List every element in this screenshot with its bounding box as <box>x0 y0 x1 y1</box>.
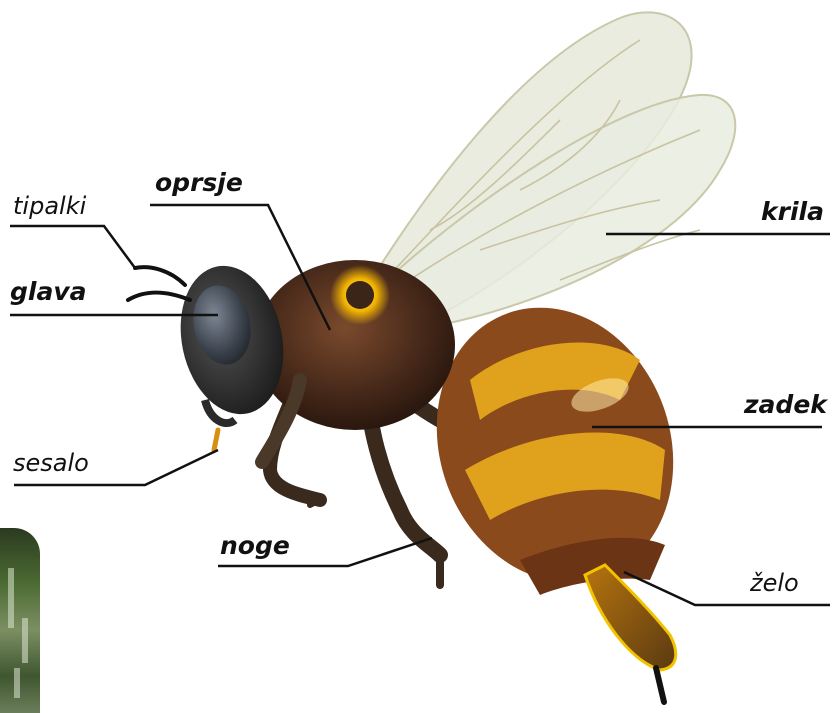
label-zelo: želo <box>750 571 799 595</box>
thorax <box>255 260 455 430</box>
leader-zelo <box>624 572 830 605</box>
stinger <box>585 565 676 702</box>
label-oprsje: oprsje <box>155 170 243 195</box>
label-zadek: zadek <box>744 392 827 417</box>
label-glava: glava <box>10 279 87 304</box>
label-noge: noge <box>220 533 290 558</box>
antennae <box>128 267 190 300</box>
label-krila: krila <box>761 199 824 224</box>
label-sesalo: sesalo <box>13 451 89 475</box>
label-tipalki: tipalki <box>13 194 86 218</box>
leader-tipalki <box>10 226 135 268</box>
